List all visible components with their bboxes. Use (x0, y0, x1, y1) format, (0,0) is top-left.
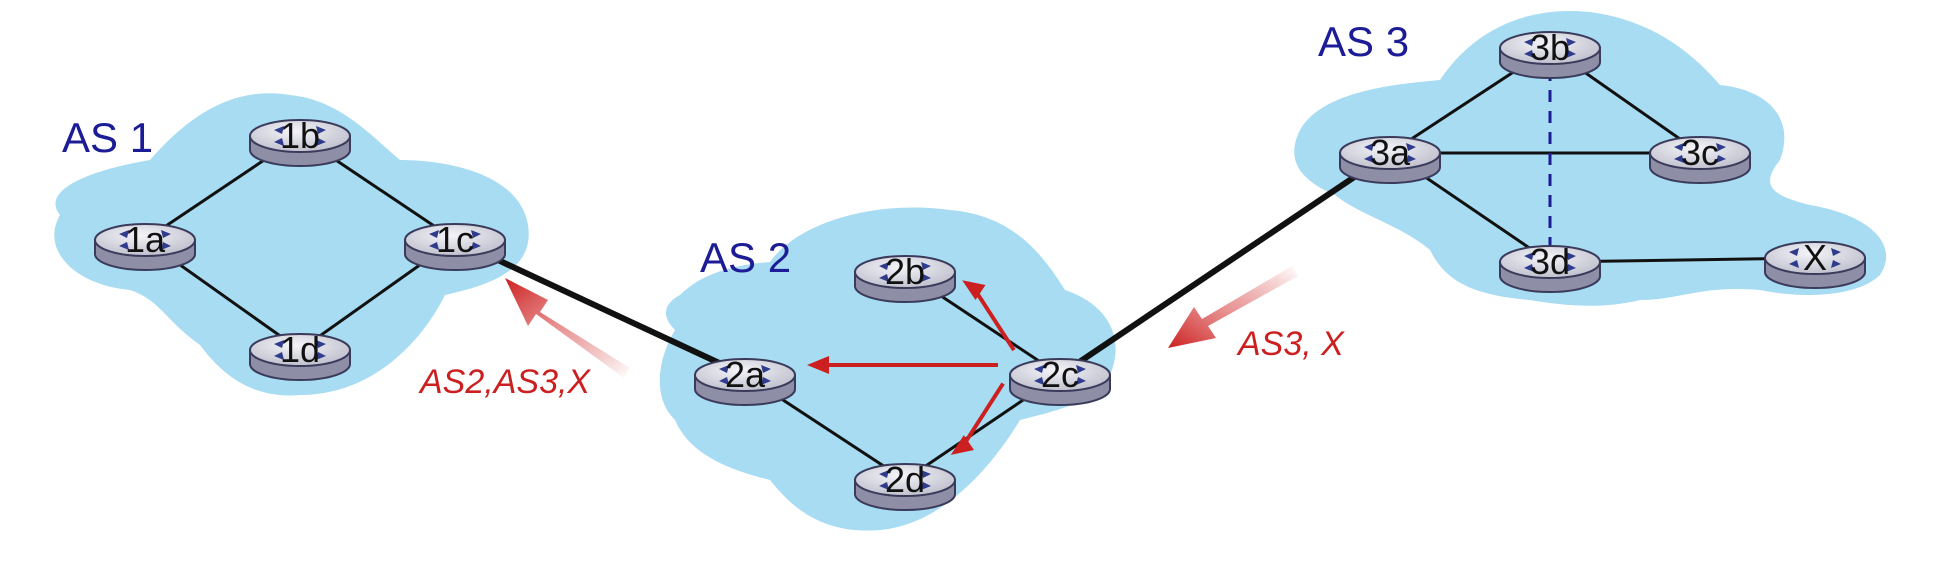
router-2c: 2c (1009, 354, 1111, 406)
router-label-1d: 1d (280, 329, 320, 370)
router-label-1c: 1c (436, 219, 474, 260)
advertisement-label-as3-x: AS3, X (1236, 325, 1345, 363)
advertisement-label-as2-as3-x: AS2,AS3,X (418, 363, 591, 401)
router-1d: 1d (249, 329, 351, 381)
advertisement-arrow-as1 (505, 278, 630, 378)
propagation-arrow-2c-2b (962, 280, 1016, 352)
router-3d: 3d (1499, 241, 1601, 293)
link-2c-3a (1058, 150, 1392, 378)
router-1c: 1c (404, 219, 506, 271)
link-1c-2a (453, 237, 747, 378)
router-label-2d: 2d (885, 459, 925, 500)
as1-label: AS 1 (62, 114, 153, 161)
router-1b: 1b (249, 115, 351, 167)
router-label-3a: 3a (1370, 132, 1411, 173)
router-label-1a: 1a (125, 219, 166, 260)
router-1a: 1a (94, 219, 196, 271)
as1-region (54, 93, 529, 396)
router-3b: 3b (1499, 27, 1601, 79)
routers-layer: 1a 1b 1c 1d 2a 2b 2c 2d 3a 3b 3c 3d X (94, 27, 1866, 511)
router-label-3d: 3d (1530, 241, 1570, 282)
router-label-1b: 1b (280, 115, 320, 156)
as2-region (659, 207, 1116, 531)
propagation-arrow-2c-2d (950, 382, 1005, 455)
router-label-2a: 2a (725, 354, 766, 395)
router-3a: 3a (1339, 132, 1441, 184)
router-3c: 3c (1649, 132, 1751, 184)
router-label-2b: 2b (885, 251, 925, 292)
as3-label: AS 3 (1318, 18, 1409, 65)
router-label-3c: 3c (1681, 132, 1719, 173)
advertisement-arrow-as2 (1168, 266, 1298, 348)
router-X: X (1764, 237, 1866, 289)
router-2a: 2a (694, 354, 796, 406)
as2-label: AS 2 (700, 234, 791, 281)
router-label-X: X (1803, 237, 1827, 278)
router-2b: 2b (854, 251, 956, 303)
router-label-3b: 3b (1530, 27, 1570, 68)
as3-region (1294, 10, 1887, 306)
propagation-arrows-layer (807, 280, 1016, 455)
router-2d: 2d (854, 459, 956, 511)
router-label-2c: 2c (1041, 354, 1079, 395)
propagation-arrow-2c-2a (807, 356, 998, 374)
